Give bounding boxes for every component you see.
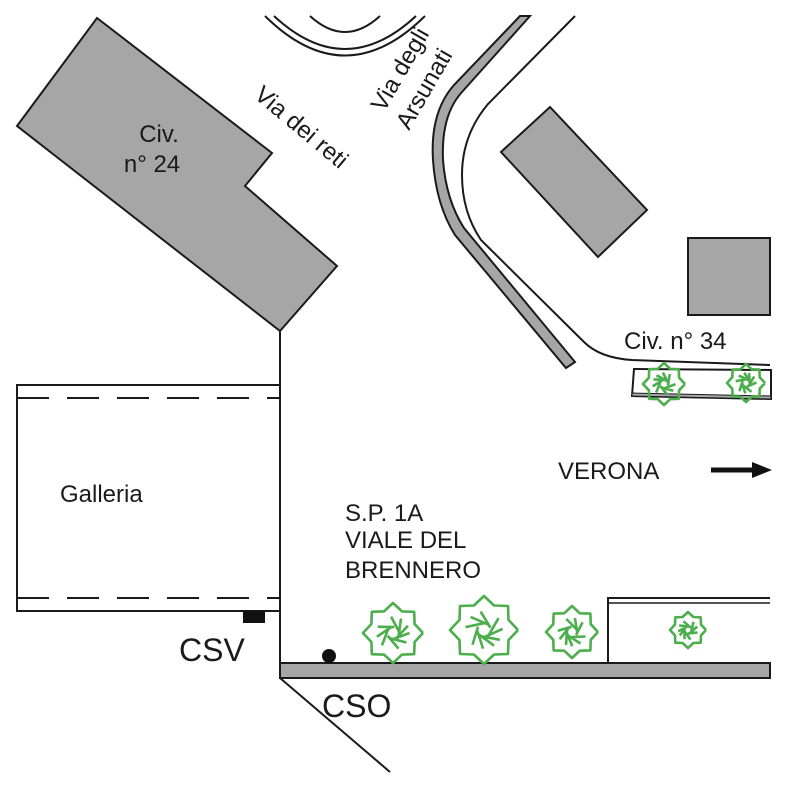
tree-icon	[448, 594, 519, 666]
lower-right-enclosure	[607, 597, 770, 663]
civ-34-label: Civ. n° 34	[624, 328, 727, 355]
sidewalk-strip	[279, 662, 771, 679]
civ-24-label-line1: Civ.	[139, 121, 179, 148]
cso-marker-icon	[322, 649, 336, 663]
building-civ-34	[687, 237, 771, 316]
road-edge-diagonal	[279, 677, 391, 773]
civ-24-label-line2: n° 24	[124, 151, 180, 178]
tree-icon	[361, 601, 424, 665]
trees	[361, 361, 766, 666]
right-arrow-icon	[711, 462, 772, 478]
building-east	[499, 105, 649, 259]
main-road-label-line2: VIALE DEL	[345, 527, 466, 554]
main-road-label-line3: BRENNERO	[345, 557, 481, 584]
tree-icon	[641, 361, 686, 407]
verona-label: VERONA	[558, 458, 659, 485]
tree-icon	[725, 362, 766, 404]
via-degli-arsunati-road	[431, 15, 771, 370]
csv-label: CSV	[179, 632, 245, 668]
galleria-tunnel	[16, 384, 281, 612]
tree-icon	[544, 604, 599, 660]
roundabout	[264, 15, 426, 57]
main-road-label-line1: S.P. 1A	[345, 500, 423, 527]
cso-label: CSO	[322, 688, 391, 724]
tree-icon	[668, 610, 707, 650]
galleria-label: Galleria	[60, 481, 143, 508]
csv-marker-icon	[243, 611, 265, 623]
